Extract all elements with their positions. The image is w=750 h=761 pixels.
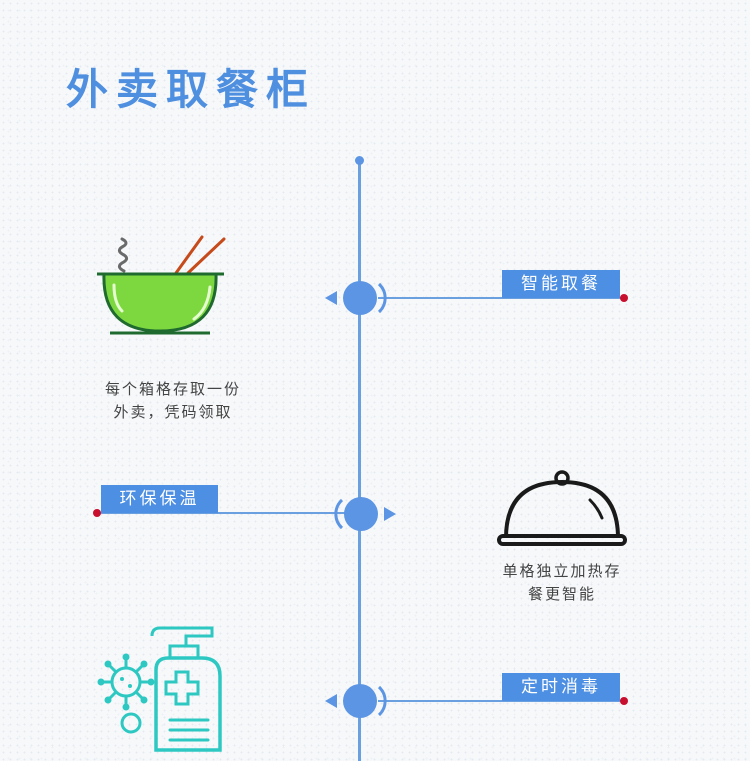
timeline-node-2 [334, 497, 396, 531]
connector-line-1 [378, 297, 622, 299]
feature-label-eco-warm: 环保保温 [101, 485, 218, 513]
timeline-node-3 [325, 684, 387, 718]
timeline-node-1 [325, 281, 387, 315]
connector-end-dot-3 [620, 697, 628, 705]
connector-line-3 [378, 700, 622, 702]
sanitizer-icon [97, 626, 222, 752]
timeline-line [358, 160, 361, 761]
feature-desc-2-line-1: 单格独立加热存 [502, 562, 622, 580]
connector-end-dot-1 [620, 294, 628, 302]
feature-desc-2-line-2: 餐更智能 [527, 585, 596, 603]
page-title: 外卖取餐柜 [66, 65, 317, 114]
feature-desc-1: 每个箱格存取一份 外卖，凭码领取 [70, 378, 276, 424]
food-cloche-icon [497, 470, 627, 546]
feature-desc-2: 单格独立加热存 餐更智能 [488, 560, 636, 606]
feature-label-smart-pickup: 智能取餐 [502, 270, 620, 298]
connector-line-2 [98, 512, 348, 514]
feature-desc-1-line-1: 每个箱格存取一份 [104, 380, 241, 398]
feature-desc-1-line-2: 外卖，凭码领取 [113, 403, 233, 421]
connector-end-dot-2 [93, 509, 101, 517]
bowl-icon [97, 235, 226, 335]
feature-label-timed-disinfect: 定时消毒 [502, 673, 620, 701]
timeline-start-dot [355, 156, 364, 165]
